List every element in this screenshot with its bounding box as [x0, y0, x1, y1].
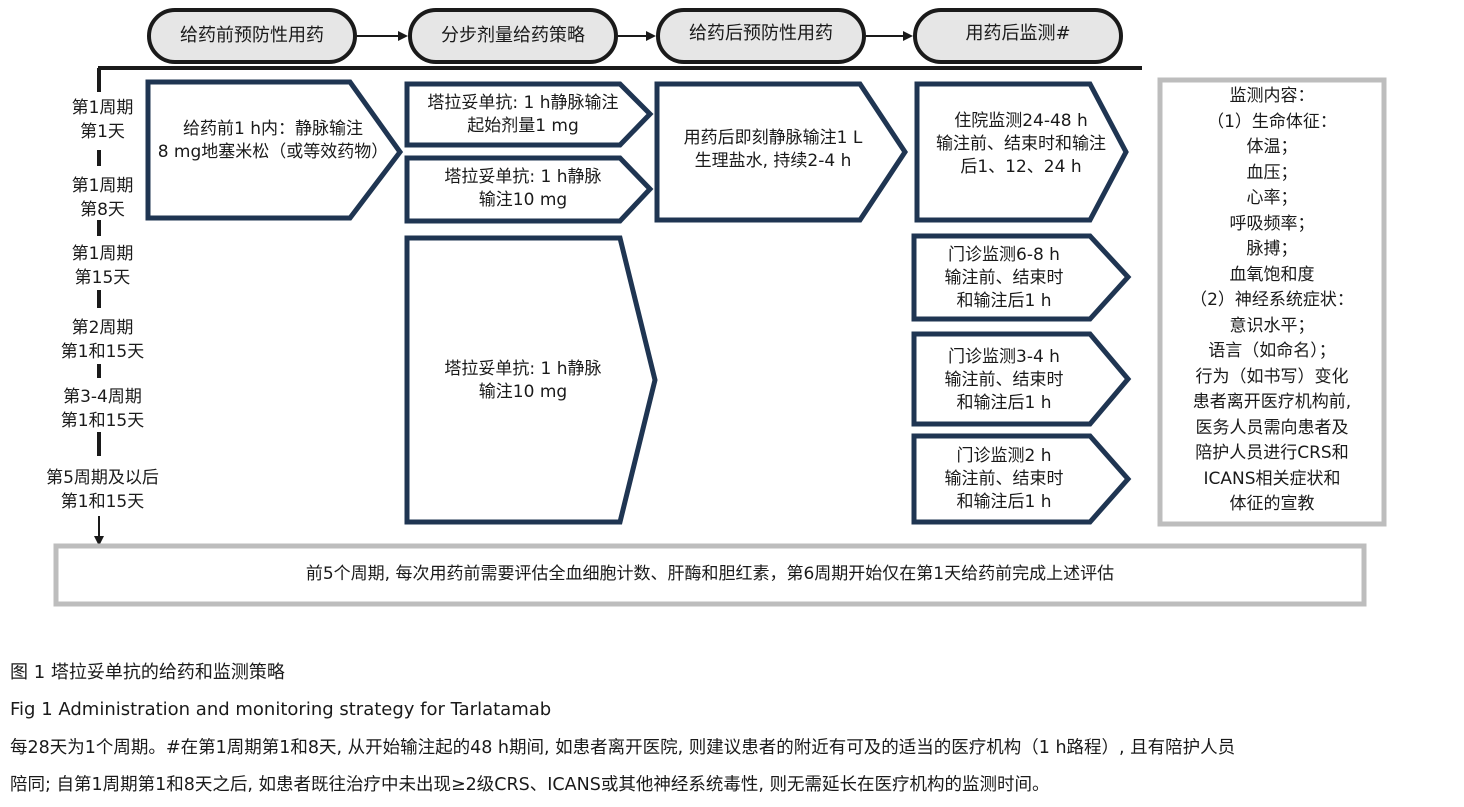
dose-box-3	[404, 235, 658, 525]
dose-text-1: 塔拉妥单抗: 1 h静脉输注起始剂量1 mg	[427, 93, 619, 136]
premed-box	[145, 79, 404, 221]
timeline-label-3: 第1周期第15天	[71, 244, 134, 288]
header-pill-4	[913, 8, 1123, 64]
header-pill-2	[408, 8, 618, 64]
timeline-label-5: 第3-4周期第1和15天	[60, 387, 145, 431]
dose-box-1	[404, 81, 654, 148]
monitor-box-6-8h	[911, 233, 1132, 322]
postmed-box	[654, 81, 908, 223]
monitor-box-inpatient	[914, 81, 1129, 223]
monitor-box-2h	[911, 433, 1132, 525]
figure-caption-cn: 图 1 塔拉妥单抗的给药和监测策略	[10, 662, 285, 683]
header-arrow-3	[866, 31, 913, 41]
bottom-note-text: 前5个周期, 每次用药前需要评估全血细胞计数、肝酶和胆红素，第6周期开始仅在第1…	[305, 564, 1115, 584]
dose-text-3: 塔拉妥单抗: 1 h静脉输注10 mg	[444, 359, 602, 402]
header-step-4: 用药后监测#	[965, 23, 1071, 44]
header-arrow-1	[357, 31, 408, 41]
timeline-label-2: 第1周期第8天	[71, 176, 134, 220]
header-step-1: 给药前预防性用药	[180, 25, 324, 46]
monitor-content-list: 监测内容： （1）生命体征： 体温； 血压； 心率； 呼吸频率； 脉搏； 血氧饱…	[1190, 86, 1354, 514]
header-arrow-2	[618, 31, 656, 41]
dose-text-2: 塔拉妥单抗: 1 h静脉输注10 mg	[444, 167, 602, 210]
timeline-axis	[94, 68, 104, 546]
figure-note-line-2: 陪同; 自第1周期第1和8天之后, 如患者既往治疗中未出现≥2级CRS、ICAN…	[10, 775, 1050, 795]
figure-note-line-1: 每28天为1个周期。#在第1周期第1和8天, 从开始输注起的48 h期间, 如患…	[10, 738, 1236, 758]
bottom-note-box	[53, 543, 1367, 607]
monitor-box-3-4h	[911, 331, 1132, 427]
header-pill-1	[147, 8, 357, 64]
timeline-label-1: 第1周期第1天	[71, 98, 134, 142]
dose-box-2	[404, 155, 654, 224]
timeline-label-6: 第5周期及以后第1和15天	[46, 468, 159, 512]
monitor-content-box	[1157, 77, 1387, 527]
header-step-3: 给药后预防性用药	[689, 23, 833, 44]
header-step-2: 分步剂量给药策略	[441, 25, 585, 46]
timeline-label-4: 第2周期第1和15天	[60, 318, 145, 362]
figure-caption-en: Fig 1 Administration and monitoring stra…	[10, 699, 552, 720]
header-pill-3	[656, 8, 866, 64]
